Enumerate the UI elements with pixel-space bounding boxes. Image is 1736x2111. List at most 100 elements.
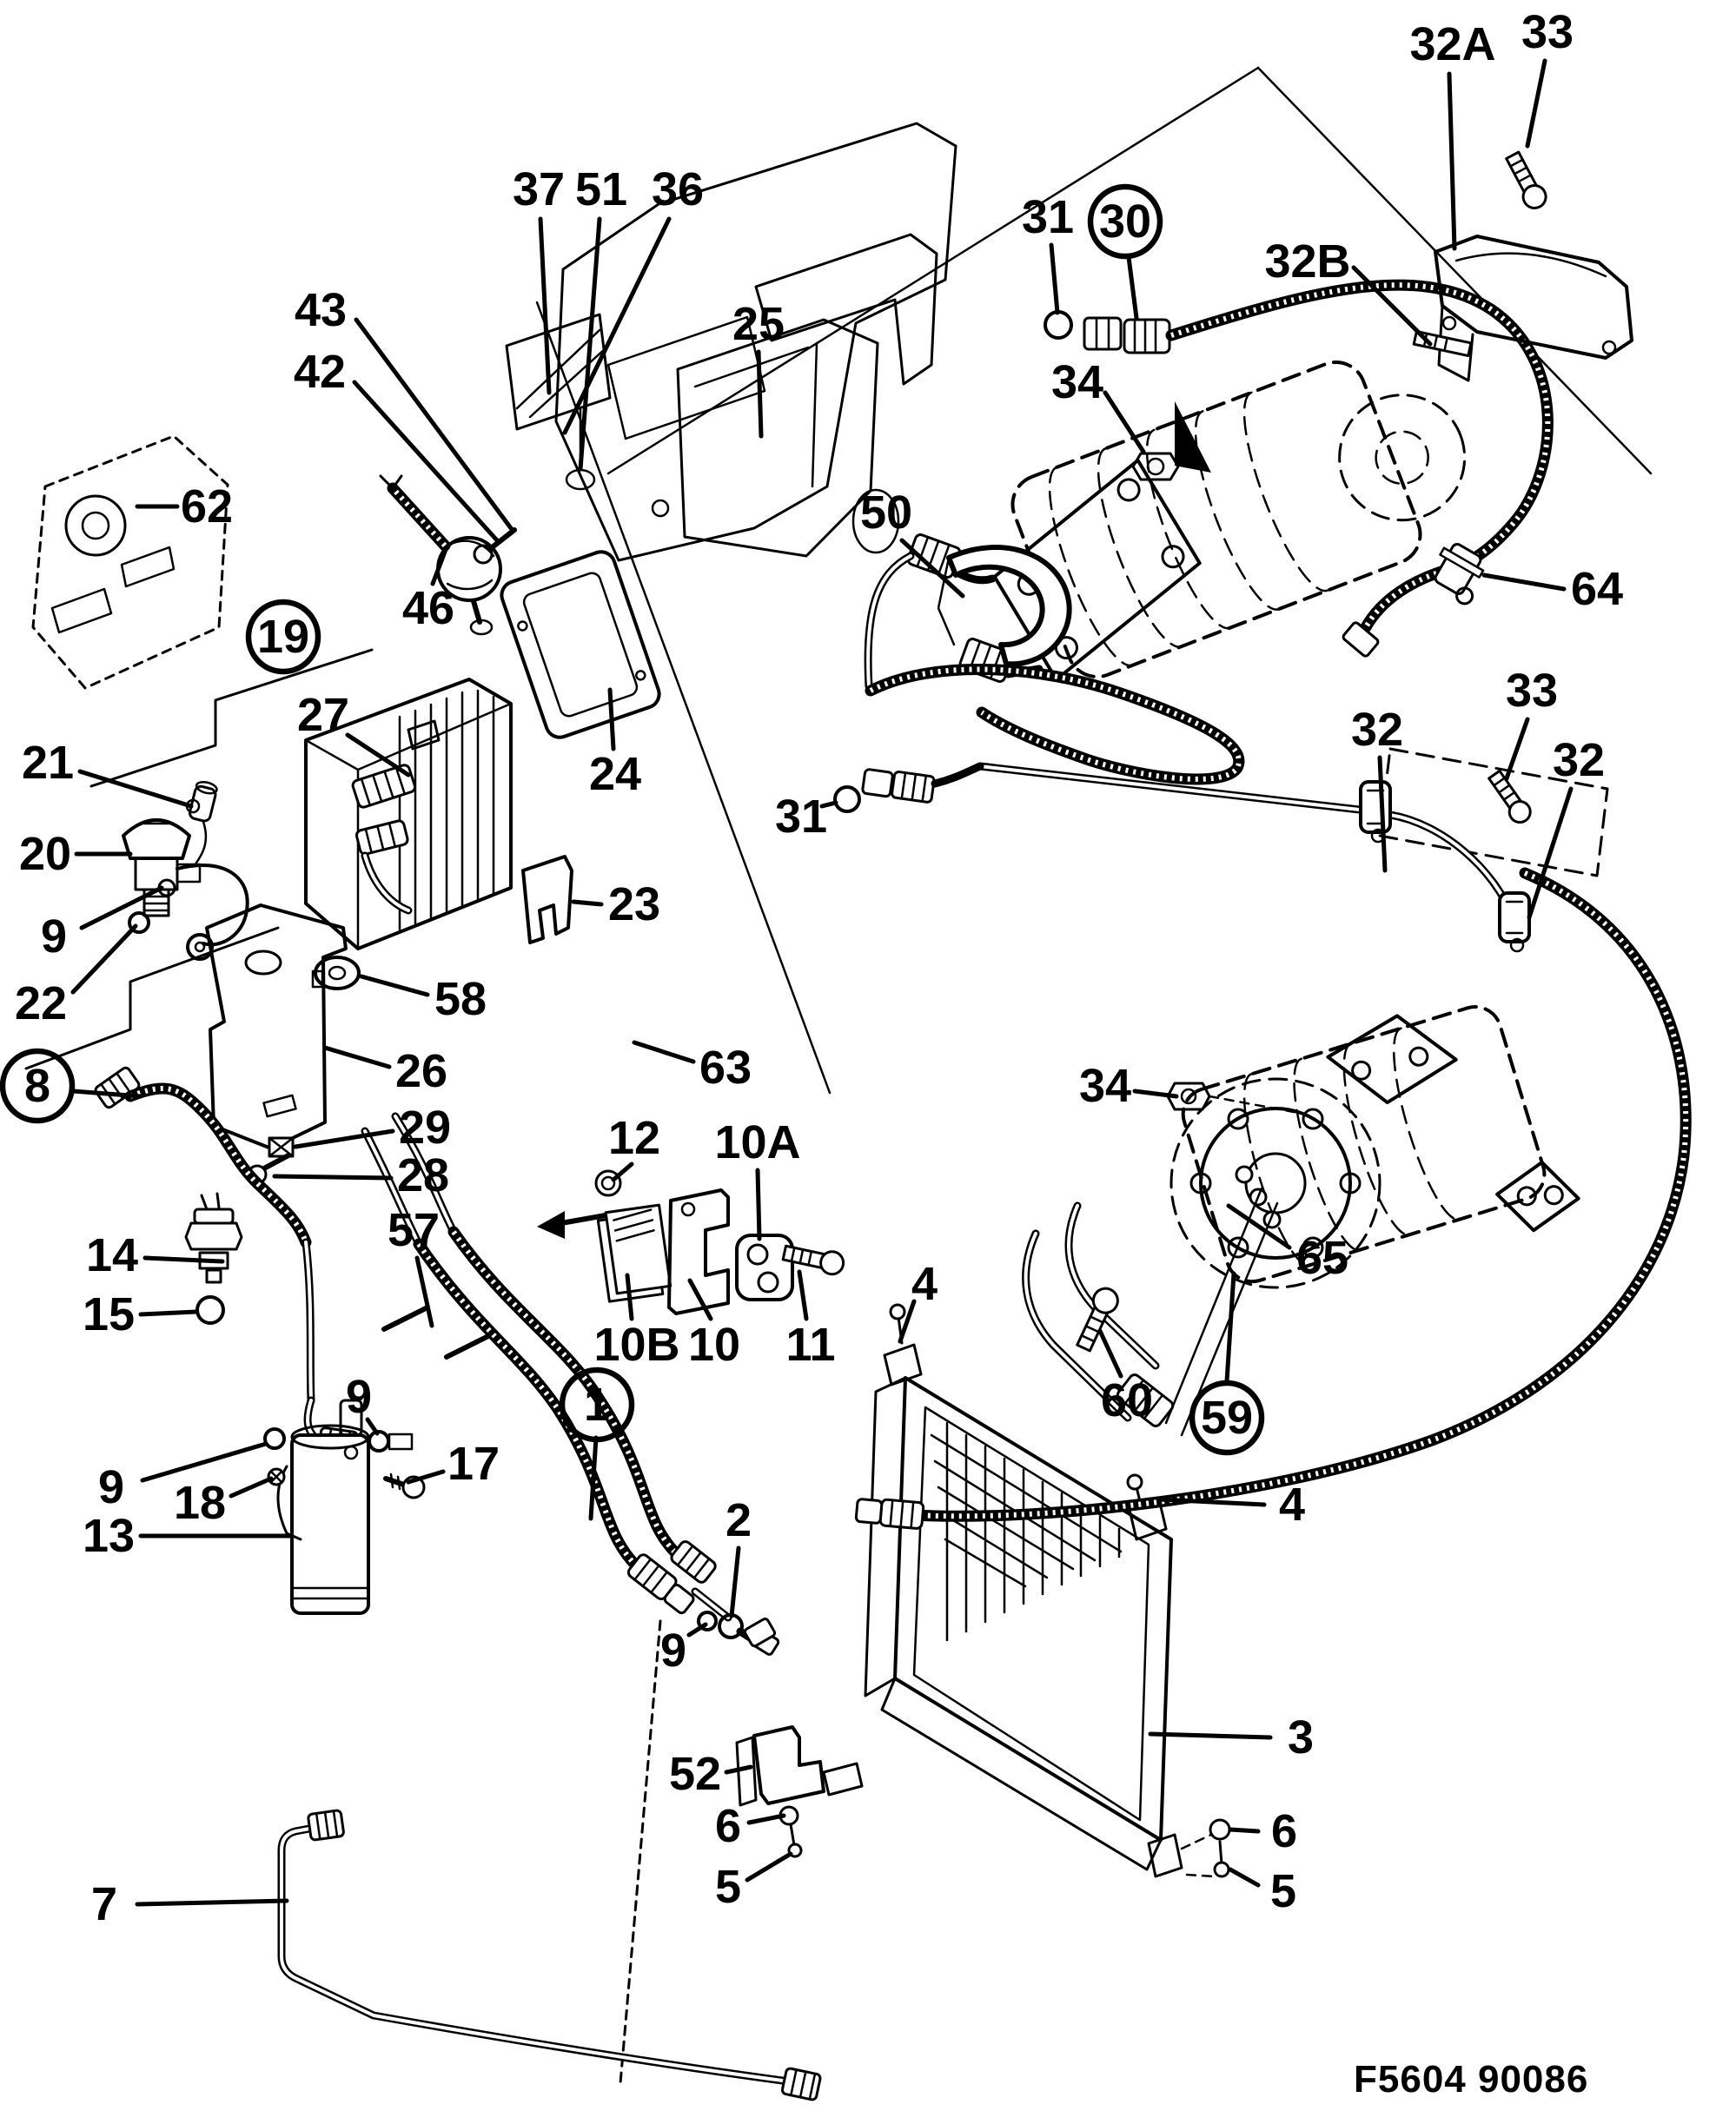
leader-50-29	[899, 538, 965, 599]
part-label-15-39: 15	[83, 1288, 135, 1340]
leader-9-49	[140, 1441, 268, 1483]
leader-42-4	[352, 380, 500, 543]
expansion-valve-sketch	[122, 780, 249, 961]
leader-34-34	[1132, 1089, 1179, 1099]
leader-29-19	[293, 1128, 395, 1149]
leader-33-26	[1525, 58, 1547, 149]
part-label-14-38: 14	[86, 1229, 138, 1281]
part-label-60-45: 60	[1101, 1374, 1153, 1426]
part-label-26-18: 26	[395, 1045, 447, 1097]
leader-60-45	[1097, 1328, 1123, 1379]
mounting-bracket-sketch	[205, 903, 361, 1185]
part-label-19-8: 19	[257, 611, 309, 663]
part-label-4-54: 4	[1279, 1479, 1305, 1531]
leader-22-13	[70, 923, 138, 995]
part-label-7-62: 7	[91, 1878, 117, 1930]
part-label-28-20: 28	[397, 1149, 449, 1201]
label-circle-1	[559, 1367, 635, 1443]
part-label-58-17: 58	[434, 973, 487, 1025]
leader-52-57	[724, 1764, 753, 1775]
part-label-2-53: 2	[726, 1494, 752, 1546]
body-outline-lines	[24, 66, 1653, 2085]
part-label-46-7: 46	[402, 582, 454, 634]
leader-5-59	[745, 1851, 793, 1883]
hose-bracket-sketch	[537, 1169, 845, 1315]
leader-7-62	[135, 1898, 289, 1907]
part-label-32-32: 32	[1351, 704, 1403, 756]
leader-10B-40	[625, 1273, 634, 1321]
leader-58-17	[359, 974, 430, 997]
gasket-frame-sketch	[500, 550, 661, 739]
leader-9-47	[365, 1417, 380, 1436]
part-label-32B-27: 32B	[1264, 235, 1350, 288]
part-label-10-41: 10	[688, 1319, 740, 1371]
part-label-29-19: 29	[399, 1102, 451, 1154]
leader-28-20	[272, 1174, 394, 1181]
leader-27-9	[345, 732, 411, 778]
part-label-10B-40: 10B	[593, 1319, 679, 1371]
leader-32B-27	[1351, 265, 1433, 347]
clip-sketch	[521, 855, 573, 944]
leader-26-18	[322, 1045, 392, 1069]
part-label-12-35: 12	[608, 1112, 660, 1164]
part-label-3-55: 3	[1288, 1711, 1314, 1764]
leader-34-28	[1103, 390, 1146, 454]
leader-64-30	[1481, 572, 1567, 592]
part-label-9-49: 9	[98, 1461, 124, 1513]
leader-21-10	[77, 769, 194, 809]
part-label-36-2: 36	[652, 163, 704, 215]
part-label-51-1: 51	[575, 163, 627, 215]
label-circle-19	[245, 599, 321, 675]
part-label-18-50: 18	[174, 1477, 226, 1529]
leader-15-39	[138, 1309, 199, 1317]
leader-32-33	[1527, 786, 1574, 920]
part-label-33-31: 33	[1506, 665, 1558, 717]
part-label-6-58: 6	[715, 1800, 741, 1852]
part-label-1-48: 1	[584, 1379, 610, 1431]
part-label-63-22: 63	[699, 1042, 752, 1094]
leader-1-48	[588, 1435, 599, 1521]
part-label-22-13: 22	[15, 977, 67, 1029]
leader-17-51	[406, 1469, 446, 1485]
leader-6-58	[746, 1813, 786, 1825]
part-label-24-14: 24	[589, 748, 641, 800]
leader-12-35	[611, 1161, 634, 1182]
evaporator-sketch	[304, 678, 513, 950]
leader-31-15	[819, 800, 838, 809]
part-label-9-56: 9	[660, 1625, 686, 1677]
leader-11-42	[797, 1269, 809, 1321]
leader-51-1	[578, 216, 602, 472]
leader-36-2	[562, 216, 672, 435]
part-label-9-12: 9	[41, 910, 67, 963]
part-label-52-57: 52	[669, 1748, 721, 1800]
part-label-13-52: 13	[83, 1510, 135, 1562]
figure-code: F5604 90086	[1354, 2058, 1588, 2101]
label-circle-8	[0, 1048, 76, 1124]
leader-2-53	[729, 1545, 741, 1618]
leader-57-37	[414, 1255, 434, 1328]
leader-3-55	[1148, 1731, 1273, 1740]
part-label-5-61: 5	[1270, 1865, 1296, 1917]
leader-4-54	[1156, 1497, 1267, 1507]
leader-30-24	[1126, 255, 1139, 321]
part-label-23-16: 23	[608, 878, 660, 930]
leader-32A-25	[1447, 71, 1457, 251]
part-label-32-33: 32	[1553, 734, 1605, 786]
leader-lines	[70, 58, 1574, 1907]
part-label-57-37: 57	[388, 1204, 440, 1256]
twin-hoses-sketch	[361, 1112, 780, 1656]
part-label-5-59: 5	[715, 1861, 741, 1913]
part-label-17-51: 17	[447, 1438, 500, 1490]
leader-14-38	[142, 1255, 225, 1264]
part-label-27-9: 27	[297, 689, 349, 741]
leader-33-31	[1504, 717, 1530, 781]
part-label-37-0: 37	[513, 163, 565, 215]
part-label-8-21: 8	[24, 1060, 50, 1112]
receiver-drier-sketch	[263, 1399, 426, 1615]
part-label-34-34: 34	[1079, 1060, 1131, 1112]
part-label-11-42: 11	[785, 1319, 835, 1371]
part-label-25-5: 25	[732, 298, 785, 350]
